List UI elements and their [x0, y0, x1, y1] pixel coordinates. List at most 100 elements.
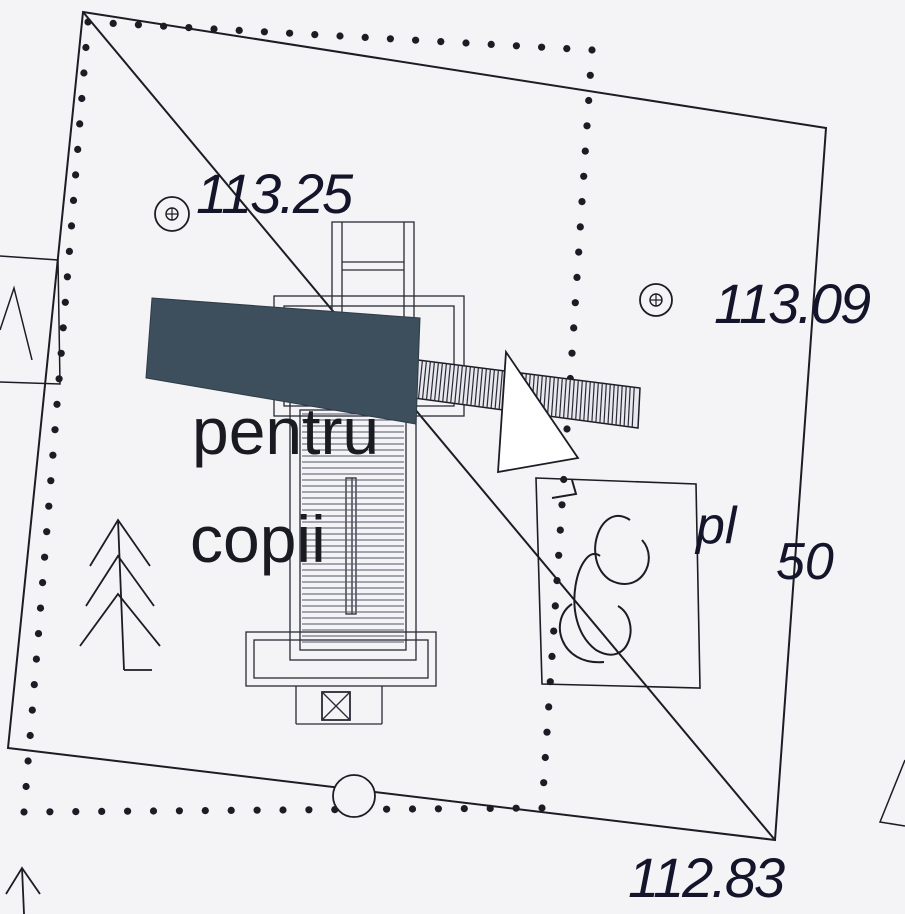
boundary-dot [76, 120, 84, 128]
elevation-bottom-right: 112.83 [628, 846, 785, 909]
boundary-dot [160, 22, 168, 30]
boundary-dot [20, 808, 28, 816]
boundary-dot [67, 222, 76, 230]
boundary-dot [580, 172, 588, 180]
slide-bar-tick [583, 381, 587, 421]
dotted-boundary [20, 18, 596, 816]
boundary-dot [53, 400, 61, 408]
boundary-dot [84, 18, 92, 26]
boundary-dot [408, 805, 417, 813]
slide-bar-tick [478, 368, 483, 407]
boundary-dot [558, 501, 566, 509]
boundary-dot [98, 807, 106, 816]
boundary-dot [575, 248, 583, 256]
slide-bar-tick [595, 382, 599, 423]
slide-bar-tick [579, 380, 583, 421]
boundary-dot [460, 805, 468, 813]
boundary-dot [486, 804, 494, 813]
boundary-dot [563, 45, 571, 53]
boundary-dot [201, 807, 209, 815]
plot-boundary [6, 10, 828, 842]
boundary-dot [540, 779, 548, 787]
boundary-dot [412, 36, 420, 44]
boundary-dot [548, 652, 556, 661]
boundary-dot [541, 753, 549, 762]
slide-bar-tick [425, 361, 431, 400]
boundary-dot [45, 502, 53, 510]
boundary-dot [41, 553, 49, 561]
boundary-dot [175, 807, 183, 815]
boundary-dot [46, 808, 54, 816]
boundary-dot [63, 273, 71, 281]
arrow-triangle [497, 349, 580, 474]
boundary-dot [386, 35, 394, 43]
boundary-dot [32, 655, 41, 663]
boundary-dot [286, 29, 294, 37]
boundary-dot [260, 28, 268, 36]
boundary-dot [47, 477, 55, 485]
boundary-dot [573, 273, 581, 281]
boundary-dot [26, 731, 34, 740]
slide-bar-tick [466, 366, 471, 406]
plot-prefix: pl [696, 497, 737, 555]
boundary-dot [512, 804, 520, 812]
boundary-dot [124, 807, 132, 815]
boundary-dot [72, 171, 80, 179]
boundary-dot [61, 298, 69, 306]
triangle-icon [878, 759, 905, 827]
slide-bar-tick [430, 362, 435, 401]
boundary-dot [74, 145, 82, 153]
slide-bar-hatching [417, 360, 635, 428]
boundary-dot [57, 349, 65, 357]
boundary-dot [134, 21, 142, 29]
label-line-1: pentru [192, 394, 380, 468]
boundary-dot [568, 349, 576, 357]
boundary-dot [551, 602, 559, 610]
sketch-box [535, 477, 701, 689]
slide-bar-tick [615, 385, 619, 426]
hand-drawn-mark [551, 479, 650, 664]
boundary-dot [65, 247, 73, 255]
slide-bar-tick [498, 370, 503, 410]
boundary-dot [538, 804, 546, 812]
slide-bar-tick [458, 365, 463, 405]
slide-bar-tick [546, 376, 551, 416]
slide-hatching [302, 413, 404, 643]
elevation-top-left: 113.25 [196, 162, 353, 225]
slide-bar-tick [599, 383, 603, 423]
slide-bar-tick [575, 380, 579, 420]
boundary-dot [570, 324, 578, 332]
slide-bar-tick [434, 362, 439, 401]
boundary-dot [543, 728, 551, 736]
slide-bar-tick [421, 361, 427, 400]
slide-bar-tick [591, 382, 595, 422]
slide-bar-tick [603, 383, 607, 424]
tree-icon [79, 518, 161, 671]
boundary-dot [434, 805, 442, 813]
boundary-dot [556, 526, 564, 534]
boundary-dot [571, 299, 579, 307]
boundary-dot [336, 32, 344, 40]
boundary-dot [185, 24, 193, 32]
fire-hydrant-icon [332, 774, 376, 818]
slide-bar-tick [438, 363, 443, 402]
boundary-dot [36, 604, 45, 612]
boundary-dot [361, 33, 369, 42]
boundary-dot [149, 807, 158, 815]
slide-bar-tick [627, 386, 631, 427]
slide-bar-tick [587, 381, 591, 422]
survey-point-icon [639, 283, 673, 317]
boundary-dot [588, 46, 596, 54]
boundary-dot [72, 808, 80, 816]
slide-bar-tick [559, 378, 563, 418]
boundary-dot [585, 96, 593, 105]
slide-bar-tick [494, 370, 499, 409]
boundary-dot [22, 782, 30, 791]
elevation-right: 113.09 [714, 272, 871, 335]
boundary-dot [581, 147, 589, 155]
boundary-dot [24, 757, 32, 765]
slide-bar-tick [631, 387, 635, 428]
plot-diagonal [82, 11, 776, 841]
boundary-dot [545, 703, 553, 711]
